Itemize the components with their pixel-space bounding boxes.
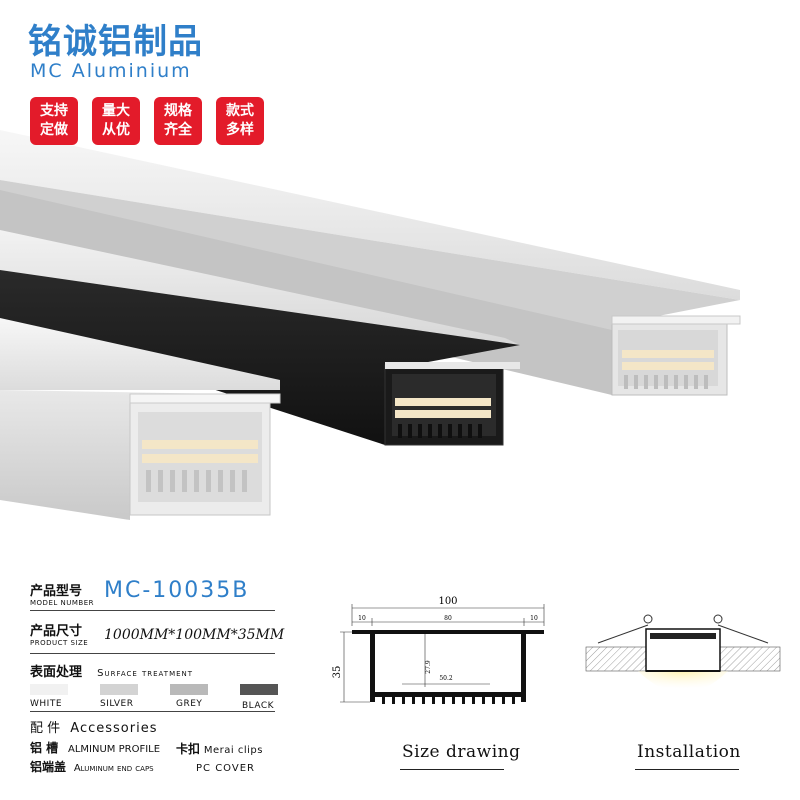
divider [30, 610, 275, 611]
finish-name: BLACK [242, 701, 275, 711]
profile-silver [0, 130, 741, 396]
feature-badges: 支持 定做 量大 从优 规格 齐全 款式 多样 [30, 97, 264, 145]
surface-label: 表面处理 Surface treatment [30, 661, 193, 680]
caption-underline [635, 769, 739, 770]
accessory-item: 卡扣 Merai clips [176, 740, 263, 757]
finish-name: SILVER [100, 699, 134, 709]
finish-swatch-white [30, 684, 68, 695]
dim-width: 100 [438, 596, 457, 607]
accessory-en: PC COVER [196, 763, 255, 774]
accessories-title-cn: 配 件 [30, 721, 61, 736]
dim-height: 35 [332, 666, 343, 679]
installation-drawing [585, 614, 781, 693]
dim-left: 10 [358, 615, 366, 622]
finish-swatch-black [240, 684, 278, 695]
badge-line: 款式 [226, 103, 254, 119]
badge-line: 从优 [102, 122, 130, 138]
finish-swatch-grey [170, 684, 208, 695]
profile-white [0, 318, 281, 520]
feature-badge: 量大 从优 [92, 97, 140, 145]
finish-swatch-silver [100, 684, 138, 695]
product-size: 1000MM*100MM*35MM [104, 627, 285, 643]
size-drawing: 100 10 80 10 35 27.9 50.2 [332, 596, 545, 704]
accessory-item: PC COVER [196, 760, 255, 774]
badge-line: 规格 [164, 103, 192, 119]
accessory-en: Aluminum end caps [73, 763, 154, 774]
dim-inner-width: 50.2 [439, 675, 453, 682]
feature-badge: 规格 齐全 [154, 97, 202, 145]
size-label-cn: 产品尺寸 [30, 624, 83, 639]
model-label-en: MODEL NUMBER [30, 599, 94, 607]
brand-name-cn: 铭诚铝制品 [28, 22, 203, 62]
accessories-title-en: Accessories [70, 721, 158, 736]
divider [30, 653, 275, 654]
caption-underline [400, 769, 504, 770]
size-label: 产品尺寸 PRODUCT SIZE [30, 620, 88, 647]
dim-inner-height: 27.9 [425, 660, 432, 674]
finish-name: GREY [176, 699, 203, 709]
product-render [0, 130, 741, 520]
badge-line: 齐全 [164, 122, 192, 138]
badge-line: 定做 [40, 122, 68, 138]
badge-line: 多样 [226, 122, 254, 138]
surface-label-cn: 表面处理 [30, 665, 83, 680]
accessories-title: 配 件 Accessories [30, 717, 157, 736]
model-label: 产品型号 MODEL NUMBER [30, 580, 94, 607]
divider [30, 711, 275, 712]
accessory-item: 铝 槽 ALMINUM PROFILE [30, 739, 160, 756]
accessory-en: ALMINUM PROFILE [68, 744, 161, 755]
badge-line: 支持 [40, 103, 68, 119]
feature-badge: 款式 多样 [216, 97, 264, 145]
model-number: MC-10035B [104, 578, 250, 603]
accessory-cn: 卡扣 [176, 742, 201, 756]
installation-caption: Installation [637, 742, 741, 762]
accessory-cn: 铝 槽 [30, 741, 59, 755]
feature-badge: 支持 定做 [30, 97, 78, 145]
brand-name-en: MC Aluminium [30, 60, 192, 82]
model-label-cn: 产品型号 [30, 584, 83, 599]
dim-right: 10 [530, 615, 538, 622]
finish-name: WHITE [30, 699, 63, 709]
accessory-cn: 铝端盖 [30, 760, 67, 774]
badge-line: 量大 [102, 103, 130, 119]
surface-label-en: Surface treatment [97, 668, 194, 679]
size-label-en: PRODUCT SIZE [30, 639, 89, 647]
profile-black [0, 230, 520, 446]
size-drawing-caption: Size drawing [402, 742, 521, 762]
accessory-item: 铝端盖 Aluminum end caps [30, 758, 154, 775]
accessory-en: Merai clips [203, 745, 263, 756]
dim-center: 80 [444, 615, 452, 622]
